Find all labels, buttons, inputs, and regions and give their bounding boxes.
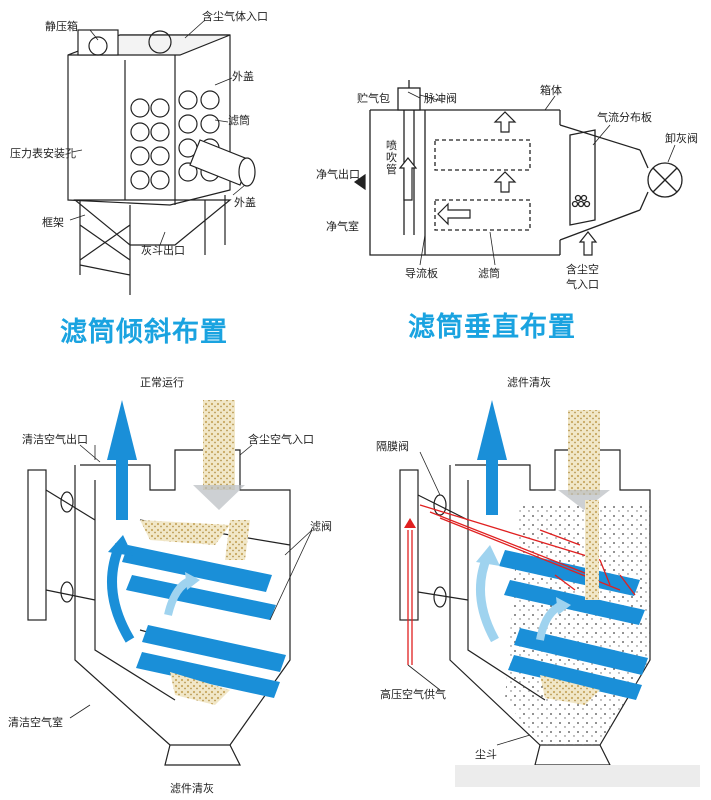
title-filter-cleaning: 滤件清灰 [507, 376, 551, 389]
label-filter-v: 滤筒 [478, 267, 500, 280]
label-dust-inlet: 含尘气体入口 [202, 10, 268, 23]
label-clean-air-room: 清洁空气室 [8, 716, 63, 729]
label-blow-pipe: 喷吹管 [386, 139, 397, 176]
normal-operation-drawing [27, 400, 291, 766]
label-filter: 滤筒 [228, 114, 250, 127]
label-clean-outlet: 净气出口 [316, 168, 360, 181]
label-static-box: 静压箱 [45, 20, 78, 33]
label-dust-inlet-1: 含尘空 [566, 263, 599, 276]
label-air-tank: 贮气包 [357, 92, 390, 105]
label-filter-valve: 滤阀 [310, 520, 332, 533]
inclined-collector-drawing [67, 29, 256, 295]
cleaning-operation-drawing [399, 400, 651, 766]
label-dust-air-inlet: 含尘空气入口 [248, 433, 314, 446]
label-clean-air-outlet: 清洁空气出口 [22, 433, 88, 446]
label-hp-air: 高压空气供气 [380, 688, 446, 701]
label-pulse-valve: 脉冲阀 [424, 92, 457, 105]
heading-inclined: 滤筒倾斜布置 [60, 317, 228, 348]
label-footer-cleaning: 滤件清灰 [170, 782, 214, 795]
label-ash-outlet: 灰斗出口 [141, 244, 185, 257]
label-gauge-hole: 压力表安装孔 [10, 147, 76, 160]
label-frame: 框架 [42, 216, 64, 229]
bottom-left-leaders [69, 444, 313, 719]
label-distributor: 气流分布板 [597, 111, 652, 124]
top-left-leaders [69, 19, 246, 246]
label-guide-plate: 导流板 [405, 267, 438, 280]
label-clean-room: 净气室 [326, 220, 359, 233]
watermark-bar [455, 765, 700, 787]
label-housing: 箱体 [540, 84, 562, 97]
top-right-flow-arrows [353, 111, 598, 256]
label-cover: 外盖 [232, 70, 254, 83]
label-diaphragm-valve: 隔膜阀 [376, 440, 409, 453]
label-cover-2: 外盖 [234, 196, 256, 209]
bottom-right-leaders [407, 451, 531, 746]
vertical-collector-drawing [369, 80, 683, 256]
top-right-leaders [407, 91, 676, 266]
label-discharge-valve: 卸灰阀 [665, 132, 698, 145]
label-hopper: 尘斗 [475, 748, 497, 761]
title-normal-operation: 正常运行 [140, 376, 184, 389]
label-dust-inlet-2: 气入口 [566, 278, 599, 291]
heading-vertical: 滤筒垂直布置 [408, 312, 576, 343]
